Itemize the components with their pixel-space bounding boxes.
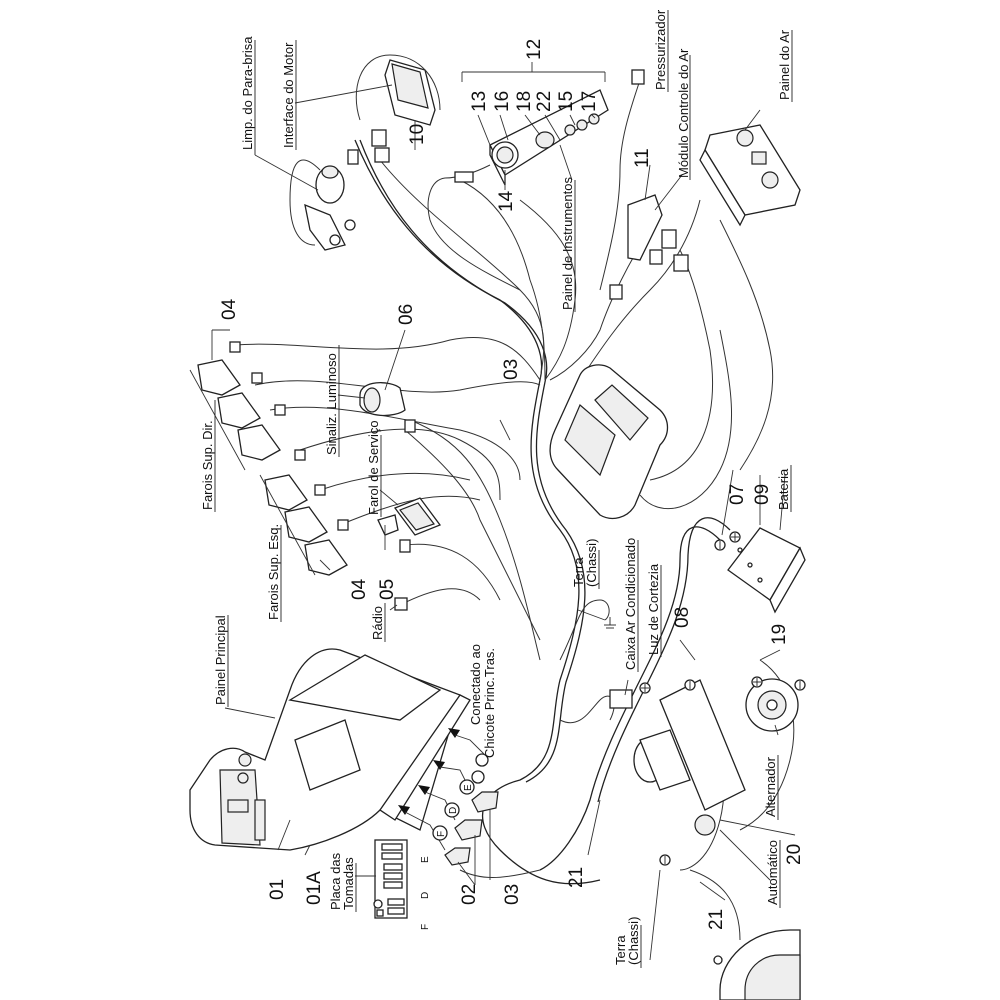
label-wiper: Limp. do Para-brisa bbox=[240, 36, 255, 150]
part-number-12: 12 bbox=[524, 39, 545, 60]
wire-harness bbox=[234, 79, 795, 941]
label-battery: Bateria bbox=[776, 468, 791, 510]
part-number-13: 13 bbox=[469, 91, 490, 112]
part-number-19: 19 bbox=[769, 624, 790, 645]
leader-lines bbox=[189, 62, 796, 961]
connector-letter-e: E bbox=[463, 784, 474, 791]
part-number-15: 15 bbox=[556, 91, 577, 112]
label-service-light: Farol de Serviço bbox=[366, 420, 381, 515]
label-pressurizer: Pressurizador bbox=[653, 9, 668, 90]
upper-right-lights bbox=[197, 341, 286, 461]
wiper-motor bbox=[289, 129, 390, 251]
connector-letter-f: F bbox=[436, 831, 447, 837]
connector-arrows bbox=[398, 728, 486, 851]
label-socket-plate-1: Placa das bbox=[328, 852, 343, 910]
instrument-panel bbox=[427, 89, 609, 291]
part-number-11: 11 bbox=[632, 148, 653, 168]
air-panel bbox=[699, 124, 801, 227]
part-number-07: 07 bbox=[727, 484, 748, 505]
part-number-09: 09 bbox=[752, 484, 773, 505]
part-number-21-top: 21 bbox=[566, 867, 587, 888]
part-number-16: 16 bbox=[492, 91, 513, 112]
polarity-markers bbox=[639, 531, 806, 866]
label-air-control-module: Módulo Controle do Ar bbox=[676, 48, 691, 178]
alternator bbox=[745, 678, 799, 732]
label-radio: Rádio bbox=[370, 606, 385, 640]
battery bbox=[727, 527, 806, 614]
part-number-18: 18 bbox=[514, 91, 535, 112]
plate-letter-f: F bbox=[420, 924, 431, 930]
part-number-05: 05 bbox=[377, 579, 398, 600]
part-numbers: 10 12 13 16 18 22 15 17 14 11 04 06 03 0… bbox=[219, 39, 805, 930]
part-number-06: 06 bbox=[396, 304, 417, 325]
part-number-14: 14 bbox=[496, 190, 517, 212]
main-panel bbox=[189, 648, 471, 851]
label-alternator: Alternador bbox=[763, 756, 778, 817]
label-automatic: Automático bbox=[765, 840, 780, 905]
part-number-21-bottom: 21 bbox=[706, 909, 727, 930]
part-number-17: 17 bbox=[579, 91, 600, 112]
socket-plate bbox=[373, 839, 408, 919]
upper-left-lights bbox=[264, 449, 349, 576]
part-number-20: 20 bbox=[784, 844, 805, 865]
part-number-02: 02 bbox=[459, 884, 480, 905]
label-underlines bbox=[214, 10, 793, 968]
part-number-01: 01 bbox=[267, 879, 288, 900]
beacon-light bbox=[359, 382, 416, 433]
label-connected-2: Chicote Princ.Tras. bbox=[482, 648, 497, 758]
label-connected-1: Conectado ao bbox=[468, 644, 483, 725]
label-upper-right-lights: Farois Sup. Dir. bbox=[200, 420, 215, 510]
part-number-03-top: 03 bbox=[501, 359, 522, 380]
part-number-04-top: 04 bbox=[219, 298, 240, 320]
air-control-module bbox=[609, 69, 689, 300]
part-number-04-bottom: 04 bbox=[349, 578, 370, 600]
plate-letter-e: E bbox=[420, 856, 431, 863]
engine-flywheel bbox=[713, 929, 801, 1000]
part-number-08: 08 bbox=[672, 607, 693, 628]
plate-letter-d: D bbox=[420, 892, 431, 899]
label-ground-top-1: Terra bbox=[571, 557, 586, 587]
label-beacon: Sinaliz. Luminoso bbox=[324, 353, 339, 455]
ac-box bbox=[549, 364, 669, 519]
label-ground-bottom-1: Terra bbox=[613, 935, 628, 965]
label-main-panel: Painel Principal bbox=[213, 615, 228, 705]
connector-letter-d: D bbox=[448, 807, 459, 814]
part-number-10: 10 bbox=[407, 124, 428, 145]
ground-symbol-top bbox=[604, 617, 616, 629]
connector-letters: E D F E D F bbox=[420, 779, 475, 930]
label-instrument-panel: Painel de Instrumentos bbox=[560, 177, 575, 310]
label-upper-left-lights: Farois Sup. Esq. bbox=[266, 524, 281, 620]
radio-connector bbox=[394, 597, 408, 611]
part-number-22: 22 bbox=[534, 91, 555, 112]
label-air-panel: Painel do Ar bbox=[777, 29, 792, 100]
label-ground-bottom-2: (Chassi) bbox=[626, 917, 641, 965]
label-ground-top-2: (Chassi) bbox=[584, 539, 599, 587]
engine-interface-module bbox=[355, 54, 441, 126]
starter-motor bbox=[609, 679, 746, 836]
label-engine-interface: Interface do Motor bbox=[281, 42, 296, 148]
part-number-01a: 01A bbox=[304, 871, 325, 905]
label-ac-box: Caixa Ar Condicionado bbox=[623, 538, 638, 670]
label-courtesy-light: Luz de Cortezia bbox=[646, 563, 661, 655]
part-number-03-bottom: 03 bbox=[502, 884, 523, 905]
label-socket-plate-2: Tomadas bbox=[341, 857, 356, 910]
labels: Limp. do Para-brisa Interface do Motor P… bbox=[200, 9, 792, 965]
service-light bbox=[377, 497, 442, 553]
